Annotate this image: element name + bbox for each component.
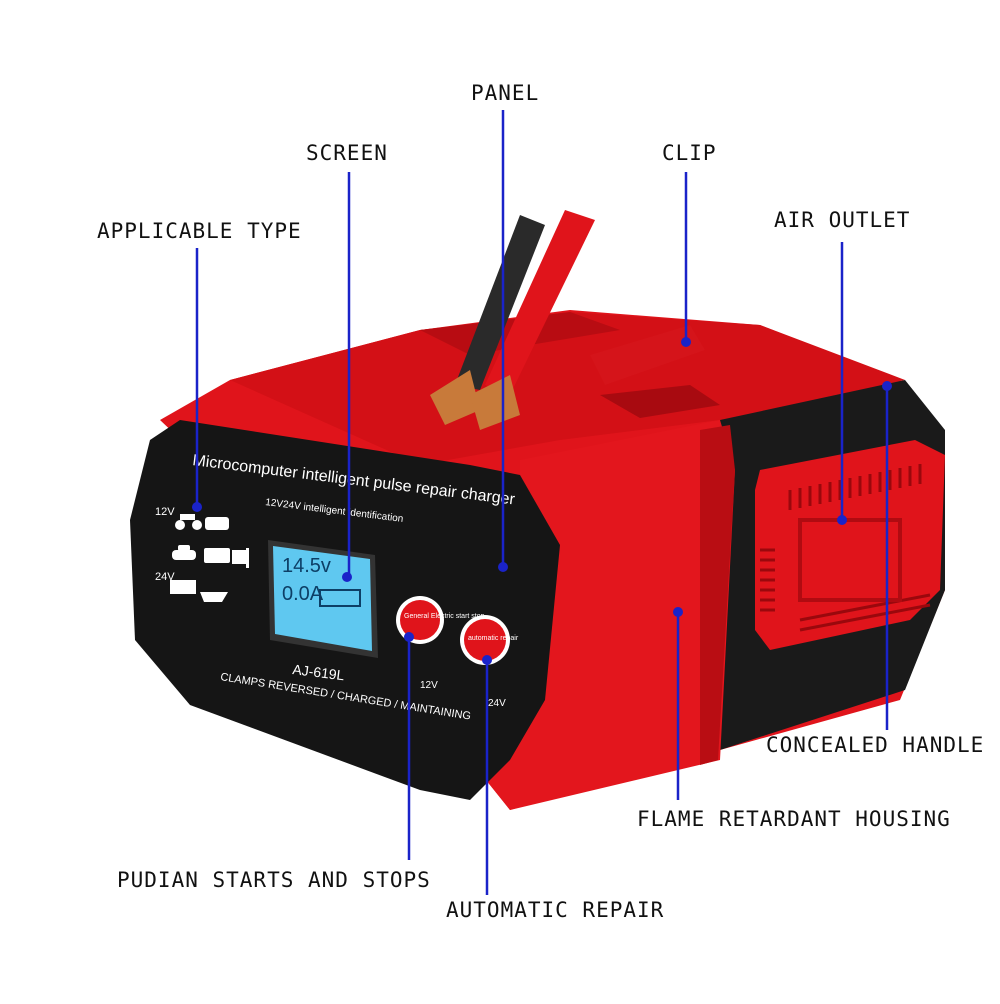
- concealed-handle-label: CONCEALED HANDLE: [766, 733, 985, 757]
- air-outlet-grille: [755, 440, 945, 650]
- truck-icon: [170, 580, 196, 594]
- leader-lines: [192, 110, 892, 895]
- clip-label: CLIP: [662, 141, 717, 165]
- start-stop-button[interactable]: General Electric start stop: [396, 596, 485, 644]
- auto-repair-button-label: automatic repair: [468, 635, 519, 642]
- car-icon: [172, 545, 196, 560]
- applicable-type-label: APPLICABLE TYPE: [97, 219, 302, 243]
- black-clip: [430, 215, 545, 425]
- vehicle-icons: [170, 514, 249, 602]
- left-button-volt: 12V: [420, 680, 438, 691]
- forklift-icon: [232, 548, 249, 568]
- auto-repair-button[interactable]: automatic repair: [460, 615, 519, 665]
- lcd-screen: 14.5v 0.0A: [268, 540, 378, 658]
- lcd-voltage: 14.5v: [282, 555, 331, 577]
- panel-label: PANEL: [471, 81, 540, 105]
- air-outlet-label: AIR OUTLET: [774, 208, 911, 232]
- automatic-repair-label: AUTOMATIC REPAIR: [446, 898, 665, 922]
- flame-retardant-housing-label: FLAME RETARDANT HOUSING: [637, 807, 951, 831]
- front-panel: Microcomputer intelligent pulse repair c…: [130, 420, 560, 800]
- right-button-volt: 24V: [488, 698, 506, 709]
- bus-icon: [204, 548, 230, 563]
- screen-label: SCREEN: [306, 141, 388, 165]
- pudian-starts-and-stops-label: PUDIAN STARTS AND STOPS: [117, 868, 431, 892]
- volt-label-12: 12V: [155, 506, 175, 518]
- boat-icon: [200, 592, 228, 602]
- red-clip: [470, 210, 705, 430]
- lcd-current: 0.0A: [282, 583, 324, 605]
- motorcycle-icon: [175, 514, 202, 530]
- model-number: AJ-619L: [292, 661, 346, 683]
- battery-clips: [430, 210, 705, 430]
- van-icon: [205, 517, 229, 530]
- start-stop-button-label: General Electric start stop: [404, 613, 485, 620]
